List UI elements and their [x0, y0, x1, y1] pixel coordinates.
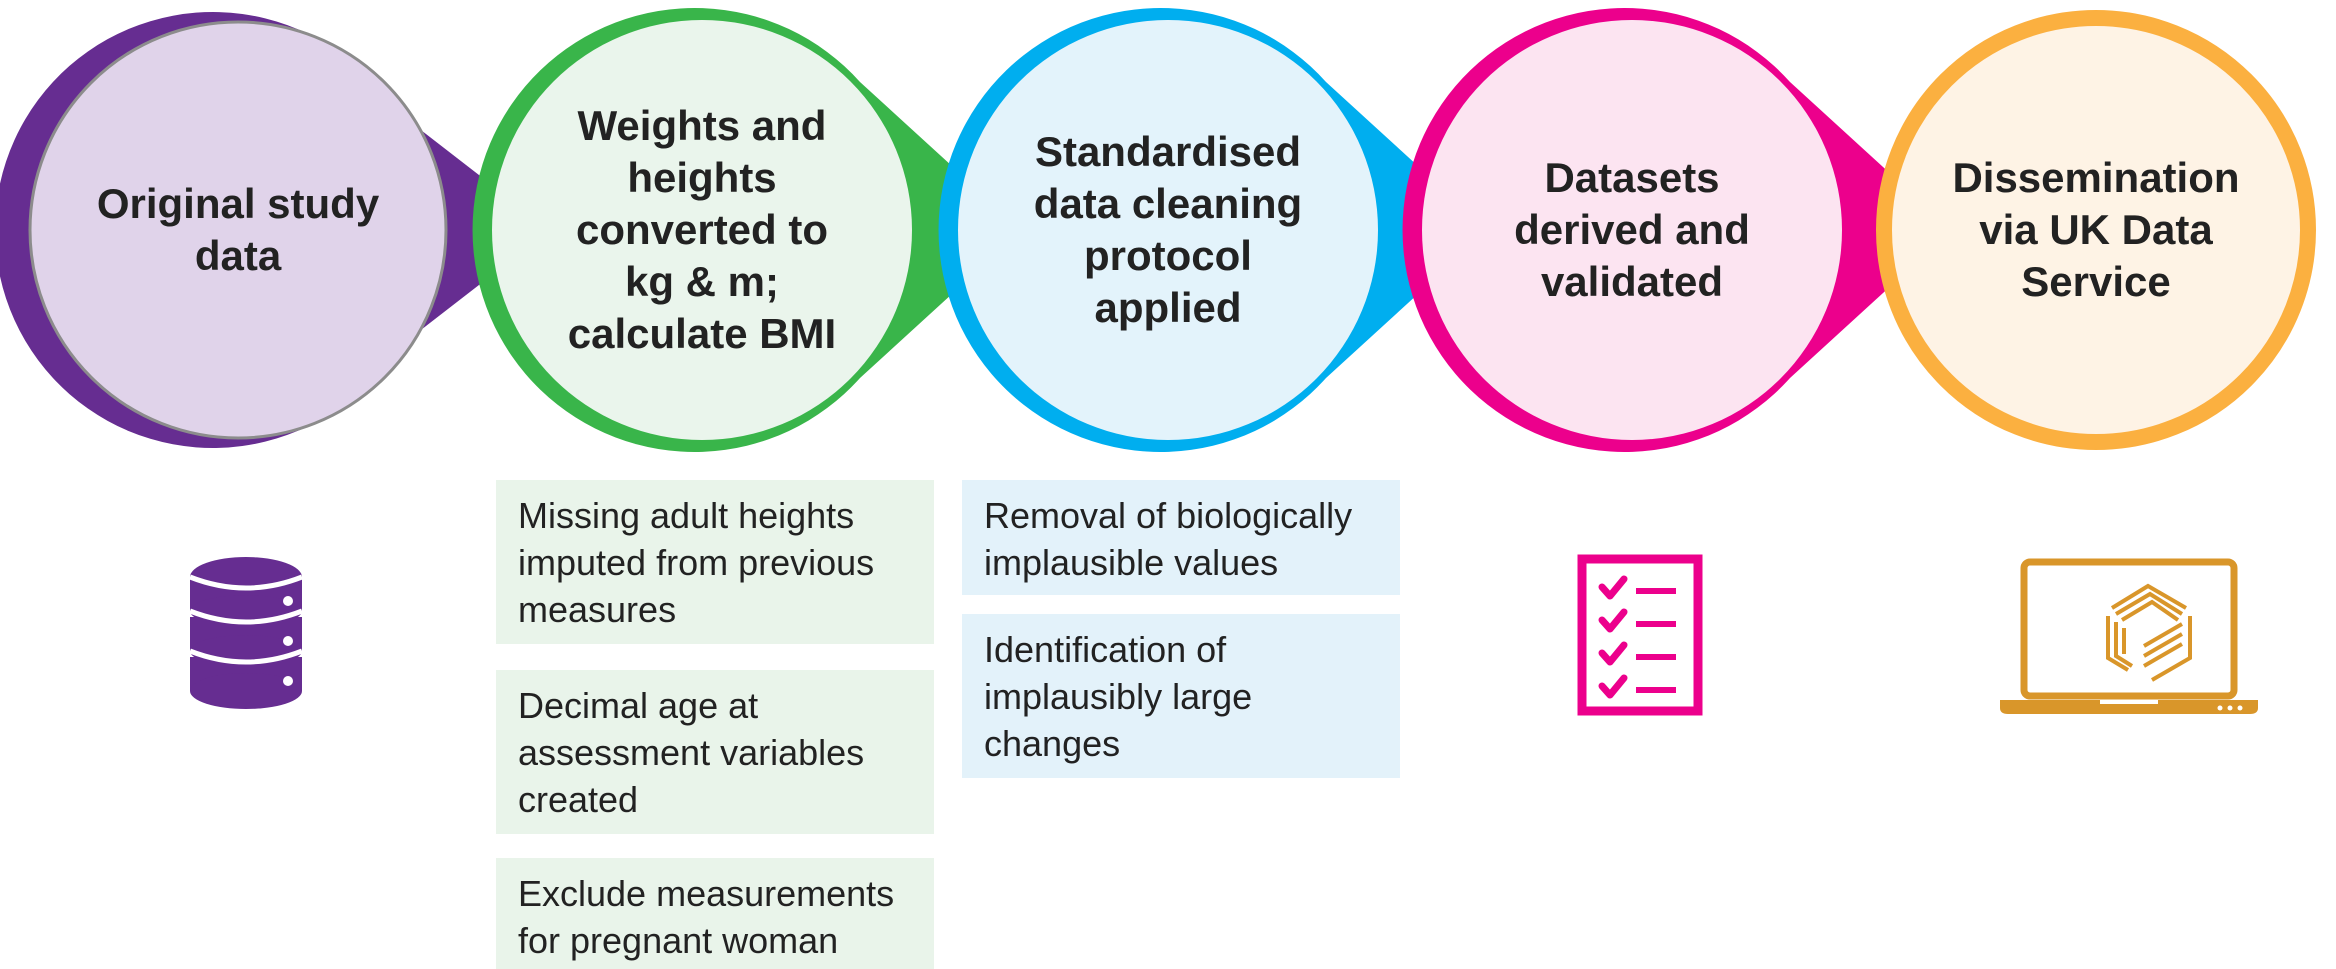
note-pregnant-exclusion: Exclude measurements for pregnant woman — [496, 858, 934, 969]
stage-4-circle — [1422, 20, 1842, 440]
stage-5-bubble — [1876, 10, 2316, 450]
checklist-icon — [1577, 554, 1703, 716]
stage-3-label: Standardised data cleaning protocol appl… — [1008, 65, 1328, 395]
stage-3-text: Standardised data cleaning protocol appl… — [1033, 128, 1303, 331]
note-missing-heights-text: Missing adult heights imputed from previ… — [518, 495, 875, 630]
note-implausible-values-text: Removal of biologically implausible valu… — [984, 495, 1353, 583]
stage-4-text: Datasets derived and validated — [1514, 154, 1750, 305]
stage-2-text: Weights and heights converted to kg & m;… — [567, 102, 837, 357]
laptop-icon — [2000, 558, 2258, 714]
stage-1-text: Original study data — [96, 180, 380, 279]
note-implausible-values: Removal of biologically implausible valu… — [962, 480, 1400, 595]
note-missing-heights: Missing adult heights imputed from previ… — [496, 480, 934, 644]
note-decimal-age: Decimal age at assessment variables crea… — [496, 670, 934, 834]
stage-4-bubble — [1402, 7, 1952, 452]
note-decimal-age-text: Decimal age at assessment variables crea… — [518, 685, 865, 820]
stage-5-text: Dissemination via UK Data Service — [1952, 154, 2240, 305]
stage-2-label: Weights and heights converted to kg & m;… — [542, 65, 862, 395]
stage-2-circle — [492, 20, 912, 440]
note-large-changes: Identification of implausibly large chan… — [962, 614, 1400, 778]
database-icon — [189, 557, 303, 709]
stage-5-label: Dissemination via UK Data Service — [1936, 65, 2256, 395]
note-pregnant-exclusion-text: Exclude measurements for pregnant woman — [518, 873, 895, 961]
stage-1-circle — [28, 20, 448, 440]
stage-1-label: Original study data — [78, 65, 398, 395]
stage-4-label: Datasets derived and validated — [1472, 65, 1792, 395]
stage-1-bubble — [0, 12, 550, 448]
note-large-changes-text: Identification of implausibly large chan… — [984, 629, 1253, 764]
stage-2-bubble — [472, 7, 1022, 452]
stage-3-bubble — [938, 7, 1488, 452]
stage-5-circle — [1876, 10, 2316, 450]
stage-3-circle — [958, 20, 1378, 440]
